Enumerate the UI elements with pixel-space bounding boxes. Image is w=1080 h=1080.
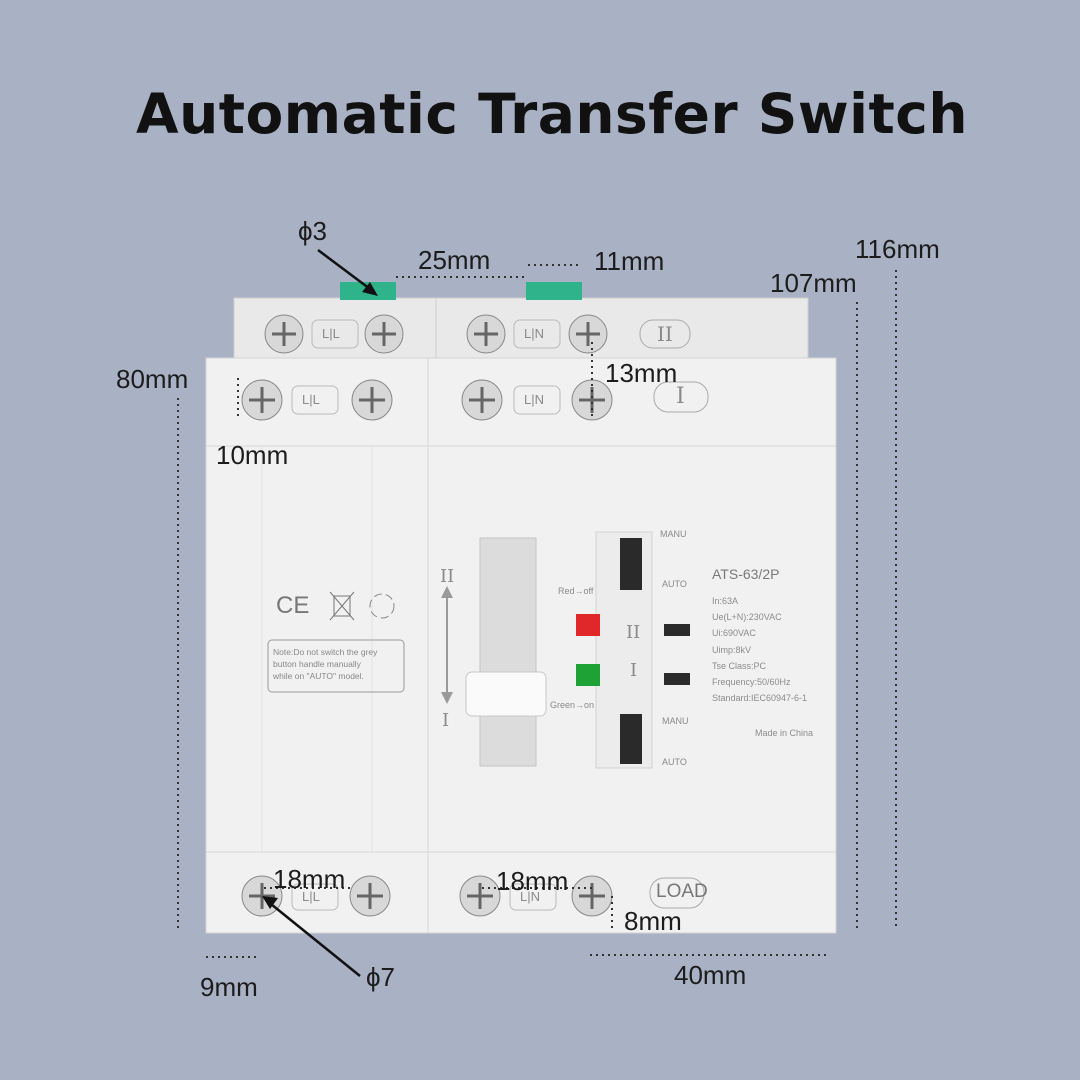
badge-box-one [653,381,709,413]
indicator-green [576,664,600,686]
badge-one: I [676,384,685,409]
spec-list: In:63A Ue(L+N):230VAC Ui:690VAC Uimp:8kV… [712,593,807,706]
screw-bot-2 [349,875,391,917]
spec-item: Standard:IEC60947-6-1 [712,693,808,704]
spec-item: In:63A [712,596,739,606]
indicator-two-label: II [626,622,641,643]
position-one-label: I [442,710,450,731]
dim-10mm: 10mm [216,440,289,470]
auto-bottom-label: AUTO [662,757,687,767]
badge-box-two [639,319,691,349]
term-label-ln-top: L|N [524,326,544,341]
screw-rear-1 [264,314,304,354]
dim-phi3: ϕ3 [298,216,328,246]
screw-mid-3 [461,379,503,421]
screw-bot-4 [571,875,613,917]
screw-rear-4 [568,314,608,354]
handle-slot [479,537,537,767]
dim-116mm: 116mm [855,234,940,264]
arrow-down-icon [441,692,453,704]
dim-phi7: ϕ7 [366,962,396,992]
red-off-label: Red→off [558,586,594,596]
screw-mid-2 [351,379,393,421]
arrow-up-icon [441,586,453,598]
screw-mid-1 [241,379,283,421]
term-box-bot-1 [291,883,339,911]
dim-9mm: 9mm [200,972,258,1002]
term-box-mid-1 [291,385,339,415]
dim-25mm: 25mm [418,245,491,275]
term-label-ln-mid: L|N [524,392,544,407]
auto-top-label: AUTO [662,579,687,589]
term-box-rear-1 [311,319,359,349]
indicator-red [576,614,600,636]
spec-item: Frequency:50/60Hz [712,677,791,688]
screw-rear-3 [466,314,506,354]
leader-phi3 [317,249,375,293]
dim-18mm-left: 18mm [273,864,346,894]
weee-bin-icon [329,591,355,621]
made-in-label: Made in China [755,728,814,738]
dim-8mm: 8mm [624,906,682,936]
load-box [649,877,705,909]
status-window-two [664,624,690,636]
indicator-one-label: I [630,660,638,681]
position-two-label: II [440,566,455,587]
screw-bot-3 [459,875,501,917]
rear-module [233,297,809,361]
handle-knob[interactable] [465,671,547,717]
manu-bottom-label: MANU [662,716,689,726]
mode-switch-top[interactable] [620,538,642,590]
dim-18mm-right: 18mm [496,866,569,896]
leader-phi7 [265,899,361,977]
note-box [267,639,405,693]
dim-80mm: 80mm [116,364,189,394]
model-label: ATS-63/2P [712,566,780,582]
dim-40mm: 40mm [674,960,747,990]
spec-item: Uimp:8kV [712,644,752,655]
arrowhead-phi3-icon [362,282,378,296]
note-line-1: Note:Do not switch the grey [273,647,378,657]
term-box-rear-2 [513,319,561,349]
din-clip-right [526,282,582,300]
term-label-ln-bot: L|N [520,889,540,904]
manu-top-label: MANU [660,529,687,539]
spec-item: Ui:690VAC [712,628,756,639]
dim-13mm: 13mm [605,358,678,388]
spec-item: Tse Class:PC [712,660,767,671]
status-window-one [664,673,690,685]
note-line-2: button handle manually [273,659,361,669]
term-label-ll-top: L|L [322,326,340,341]
ce-mark: CE [276,592,310,619]
term-label-ll-mid: L|L [302,392,320,407]
load-label: LOAD [656,881,708,902]
page-title: Automatic Transfer Switch [136,82,969,146]
term-label-ll-bot: L|L [302,889,320,904]
arrowhead-phi7-icon [262,896,278,909]
screw-rear-2 [364,314,404,354]
dim-11mm: 11mm [594,246,665,276]
mode-switch-bottom[interactable] [620,714,642,764]
term-box-mid-2 [513,385,561,415]
green-on-label: Green→on [550,700,595,710]
recycle-icon [369,593,395,619]
dim-107mm: 107mm [770,268,857,298]
note-line-3: while on "AUTO" model. [273,671,364,681]
term-box-bot-2 [509,883,557,911]
note-text: Note:Do not switch the grey button handl… [273,646,377,682]
spec-item: Ue(L+N):230VAC [712,612,782,623]
badge-two: II [657,322,673,346]
